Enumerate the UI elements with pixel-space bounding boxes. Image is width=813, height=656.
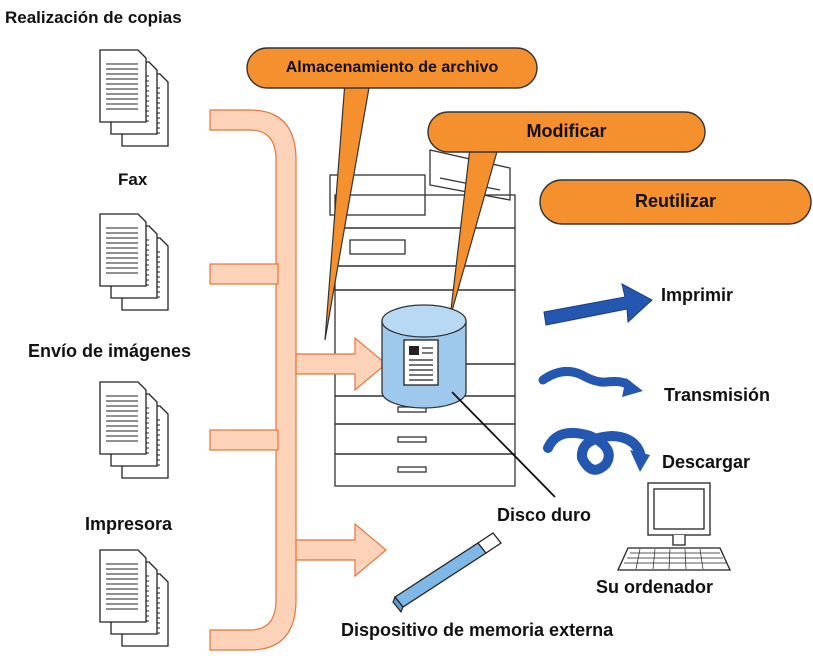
callout-modify [427, 111, 706, 153]
source-label-printer: Impresora [85, 514, 173, 534]
transmit-arrowhead [622, 378, 643, 397]
document-stack-printer [99, 549, 169, 647]
download-arrow [543, 428, 645, 475]
print-arrow [543, 283, 653, 326]
multifunction-printer [329, 149, 516, 487]
output-label-transmit: Transmisión [664, 385, 771, 405]
callout-reuse-text: Reutilizar [634, 191, 717, 211]
hard-disk-label: Disco duro [497, 505, 592, 525]
callout-store-text: Almacenamiento de archivo [285, 59, 499, 76]
callout-tails [324, 81, 499, 341]
document-stack-image-send [99, 381, 169, 479]
usb-memory-icon [392, 532, 502, 614]
source-label-fax: Fax [118, 170, 148, 189]
document-stack-fax [99, 213, 169, 311]
callout-reuse [539, 179, 812, 225]
download-arrowhead [630, 450, 650, 472]
callout-store [246, 47, 538, 89]
transmit-arrow [538, 366, 634, 391]
external-memory-label: Dispositivo de memoria externa [341, 620, 614, 640]
document-stack-copies [99, 49, 169, 147]
hard-disk-pointer [451, 391, 556, 498]
source-label-copies: Realización de copias [5, 8, 182, 27]
input-flow-bus [209, 109, 387, 651]
output-label-download: Descargar [662, 452, 751, 472]
output-label-print: Imprimir [661, 285, 734, 305]
computer-icon [616, 482, 732, 571]
hard-disk [381, 304, 467, 409]
source-label-image-send: Envío de imágenes [28, 341, 192, 361]
callout-modify-text: Modificar [526, 121, 607, 141]
computer-label: Su ordenador [596, 577, 714, 597]
